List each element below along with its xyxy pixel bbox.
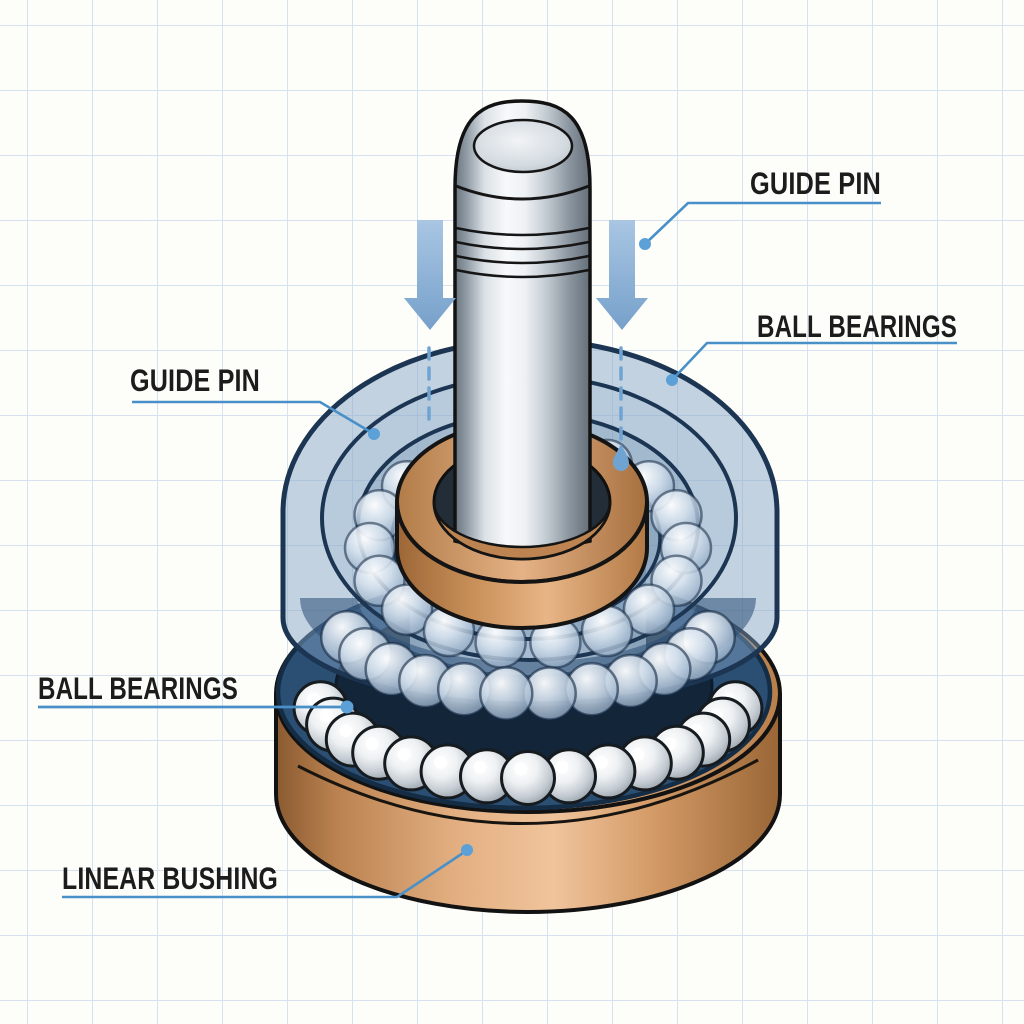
base-groove-line xyxy=(297,758,759,826)
callout-linear-bushing: LINEAR BUSHING xyxy=(62,844,473,899)
ball-bearing xyxy=(380,583,434,636)
callouts: GUIDE PIN BALL BEARINGS GUIDE PIN BALL B… xyxy=(38,165,957,899)
pin-groove-1 xyxy=(455,226,590,237)
leader-line xyxy=(644,201,881,245)
ball-bearing xyxy=(500,750,556,806)
callout-guide-pin-top: GUIDE PIN xyxy=(639,165,881,250)
droplet-icon xyxy=(613,444,629,471)
ball-highlight xyxy=(319,709,333,723)
collar-bore-lip xyxy=(432,501,612,561)
collar-front-face xyxy=(395,501,649,630)
press-direction-arrows xyxy=(404,220,648,471)
down-arrow-icon xyxy=(404,220,456,330)
leader-dot xyxy=(666,374,678,386)
ball-bearing xyxy=(622,583,676,636)
ball-bearings-mid-ring xyxy=(320,610,736,721)
ball-highlight xyxy=(365,737,379,751)
ball-highlight xyxy=(631,747,645,761)
ball-highlight xyxy=(339,724,353,738)
ball-bearing xyxy=(479,666,534,721)
ball-highlight xyxy=(514,762,528,776)
ball-highlight xyxy=(473,760,487,774)
leader-line xyxy=(671,341,957,381)
leader-line xyxy=(132,400,375,436)
leader-dot xyxy=(340,700,354,714)
assembly xyxy=(274,99,782,914)
pin-groove-2 xyxy=(455,240,590,251)
callout-label-linear-bushing: LINEAR BUSHING xyxy=(62,860,278,896)
callout-guide-pin-left: GUIDE PIN xyxy=(130,362,380,440)
callout-label-guide-pin-top: GUIDE PIN xyxy=(750,165,881,201)
callout-ball-bearings-right: BALL BEARINGS xyxy=(666,308,957,386)
callout-label-ball-bearings-right: BALL BEARINGS xyxy=(757,308,957,344)
pin-chamfer-line xyxy=(455,184,590,201)
leader-dot xyxy=(639,238,651,250)
ball-highlight xyxy=(397,747,411,761)
leader-dot xyxy=(461,844,473,856)
down-arrow-icon xyxy=(596,220,648,330)
callout-ball-bearings-left: BALL BEARINGS xyxy=(38,670,354,714)
callout-label-guide-pin-left: GUIDE PIN xyxy=(130,362,260,398)
ball-highlight xyxy=(555,760,569,774)
leader-line xyxy=(62,849,467,899)
guide-pin xyxy=(453,99,592,551)
ball-highlight xyxy=(594,755,608,769)
ball-highlight xyxy=(434,755,448,769)
base-front-face xyxy=(274,693,782,914)
callout-label-ball-bearings-left: BALL BEARINGS xyxy=(38,670,238,706)
pin-groove-4 xyxy=(455,268,590,279)
pin-top-face xyxy=(472,118,574,174)
pin-groove-3 xyxy=(455,254,590,265)
leader-dot xyxy=(368,428,380,440)
